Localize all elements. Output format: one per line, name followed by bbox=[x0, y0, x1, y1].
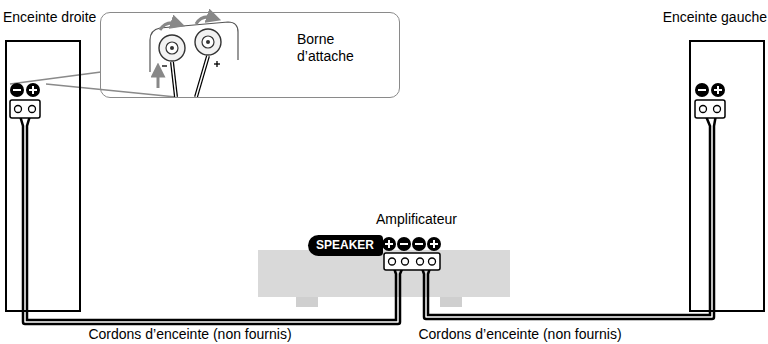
amplifier-box: AmplificateurSPEAKER bbox=[258, 250, 510, 297]
speaker-cable bbox=[426, 297, 712, 317]
post-knob bbox=[166, 42, 178, 54]
speaker-heading: Enceinte droite bbox=[3, 9, 96, 26]
terminal-screw bbox=[429, 258, 436, 265]
plus-symbol bbox=[388, 240, 390, 248]
wire bbox=[196, 56, 208, 97]
minus-symbol bbox=[397, 237, 411, 251]
plus-symbol bbox=[433, 240, 435, 248]
post-knob bbox=[195, 29, 221, 55]
speaker-wire bbox=[18, 109, 23, 312]
terminal-screw bbox=[402, 258, 409, 265]
amplifier-heading: Amplificateur bbox=[376, 211, 457, 228]
speaker-box: Enceinte droite bbox=[5, 40, 81, 312]
minus-symbol bbox=[412, 237, 426, 251]
minus-mark bbox=[162, 65, 167, 66]
plus-symbol bbox=[382, 237, 396, 251]
plus-symbol bbox=[26, 83, 40, 97]
terminal-block bbox=[10, 100, 725, 270]
speaker-output-label: SPEAKER bbox=[308, 235, 383, 256]
speaker-cable bbox=[426, 297, 712, 317]
speaker-heading: Enceinte gauche bbox=[663, 9, 767, 26]
speaker-wire bbox=[703, 109, 710, 312]
minus-symbol bbox=[415, 243, 423, 245]
terminal-screw bbox=[714, 106, 721, 113]
wire bbox=[172, 62, 176, 97]
terminal-block bbox=[695, 100, 725, 118]
minus-symbol bbox=[10, 83, 24, 97]
polarity-symbol bbox=[10, 83, 725, 251]
speaker-wire bbox=[18, 109, 717, 312]
post-hole bbox=[170, 46, 174, 50]
plus-mark bbox=[216, 61, 217, 67]
post-hole bbox=[206, 40, 210, 44]
post-knob bbox=[159, 35, 185, 61]
terminal-screw bbox=[700, 106, 707, 113]
wire bbox=[172, 62, 176, 97]
terminal-block bbox=[384, 253, 440, 270]
cable-label: Cordons d’enceinte (non fournis) bbox=[88, 326, 291, 342]
post-knob bbox=[202, 36, 214, 48]
plus-symbol bbox=[711, 83, 725, 97]
plus-symbol bbox=[427, 237, 441, 251]
binding-post-illustration bbox=[150, 17, 238, 97]
speaker-wire bbox=[27, 109, 32, 312]
speaker-wire bbox=[714, 109, 717, 312]
wire bbox=[196, 56, 208, 97]
terminal-screw bbox=[389, 258, 396, 265]
minus-symbol bbox=[695, 83, 709, 97]
amplifier-foot bbox=[440, 296, 462, 307]
minus-symbol bbox=[698, 89, 706, 91]
amplifier-body bbox=[258, 250, 510, 297]
plus-symbol bbox=[717, 86, 719, 94]
terminal-screw bbox=[29, 106, 36, 113]
callout-label: Borne d’attache bbox=[297, 31, 377, 65]
turn-arrow bbox=[196, 17, 214, 24]
terminal-screw bbox=[417, 258, 424, 265]
callout-bubble: Borne d’attache bbox=[100, 12, 400, 98]
amplifier-foot bbox=[296, 296, 318, 307]
minus-symbol bbox=[400, 243, 408, 245]
plus-symbol bbox=[32, 86, 34, 94]
terminal-block bbox=[10, 100, 40, 118]
callout-tail bbox=[10, 72, 176, 97]
terminal-plate bbox=[150, 22, 238, 72]
insert-arrow bbox=[157, 70, 160, 88]
callout-tail bbox=[10, 72, 101, 84]
turn-arrow bbox=[160, 23, 178, 30]
speaker-box: Enceinte gauche bbox=[689, 40, 765, 312]
speaker-cable bbox=[426, 297, 712, 317]
minus-symbol bbox=[13, 89, 21, 91]
cable-label: Cordons d’enceinte (non fournis) bbox=[418, 326, 621, 342]
terminal-screw bbox=[15, 106, 22, 113]
